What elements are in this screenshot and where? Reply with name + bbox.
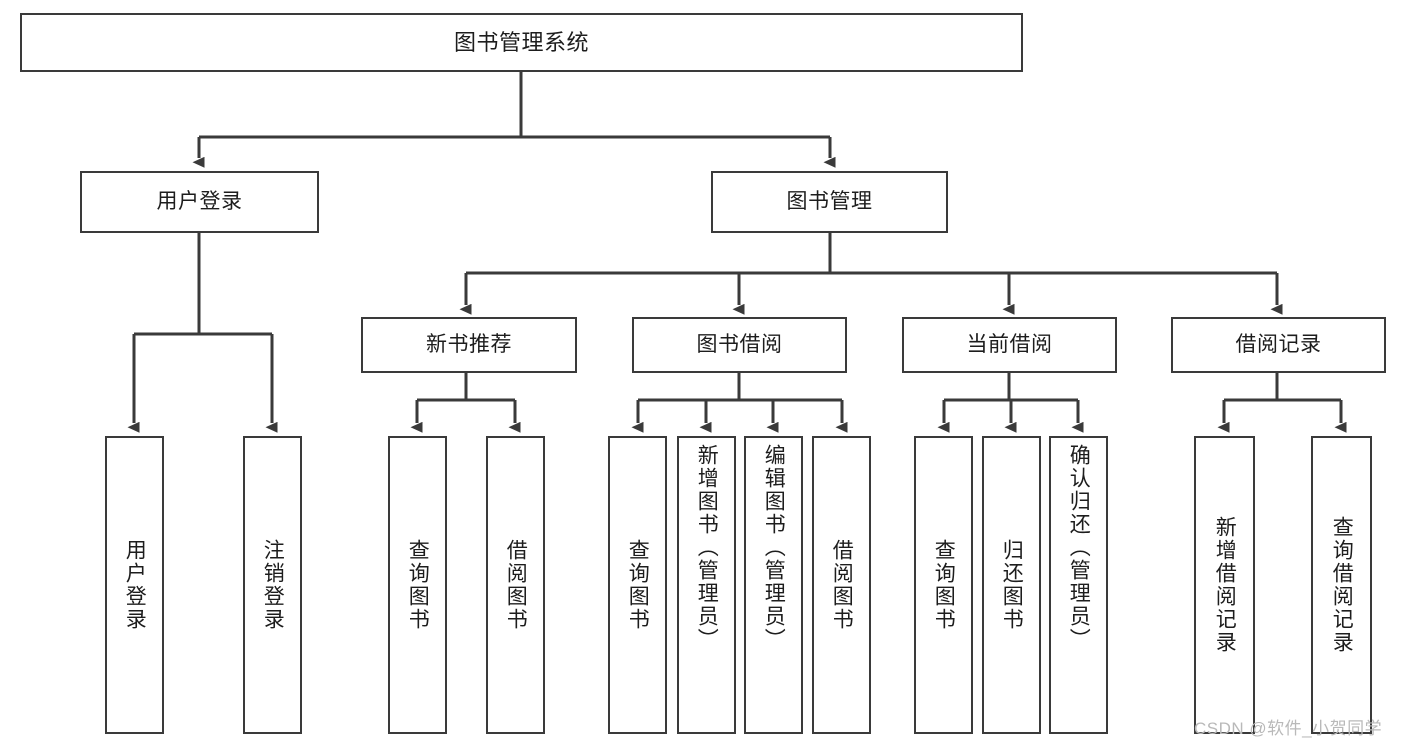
- leaf-add-book-label: 新增图书（管理员）: [695, 444, 719, 651]
- leaf-query-book-1-label: 查询图书: [406, 539, 430, 631]
- leaf-query-book-1[interactable]: 查询图书: [388, 436, 447, 734]
- node-root-label: 图书管理系统: [453, 29, 589, 55]
- node-root[interactable]: 图书管理系统: [20, 13, 1023, 72]
- leaf-edit-book[interactable]: 编辑图书（管理员）: [744, 436, 803, 734]
- node-new-book-recommend[interactable]: 新书推荐: [361, 317, 577, 373]
- leaf-query-book-3[interactable]: 查询图书: [914, 436, 973, 734]
- leaf-borrow-book-1-label: 借阅图书: [504, 539, 528, 631]
- leaf-user-login-label: 用户登录: [123, 539, 147, 631]
- node-new-book-recommend-label: 新书推荐: [426, 332, 512, 356]
- leaf-add-book[interactable]: 新增图书（管理员）: [677, 436, 736, 734]
- node-book-borrow[interactable]: 图书借阅: [632, 317, 847, 373]
- node-user-login[interactable]: 用户登录: [80, 171, 319, 233]
- leaf-query-borrow-record[interactable]: 查询借阅记录: [1311, 436, 1372, 734]
- csdn-watermark: CSDN @软件_小贺同学: [1194, 719, 1383, 738]
- leaf-return-book[interactable]: 归还图书: [982, 436, 1041, 734]
- node-borrow-record[interactable]: 借阅记录: [1171, 317, 1386, 373]
- leaf-query-book-3-label: 查询图书: [932, 539, 956, 631]
- node-borrow-record-label: 借阅记录: [1235, 332, 1322, 356]
- leaf-user-login[interactable]: 用户登录: [105, 436, 164, 734]
- leaf-query-book-2[interactable]: 查询图书: [608, 436, 667, 734]
- node-current-borrow[interactable]: 当前借阅: [902, 317, 1117, 373]
- node-current-borrow-label: 当前借阅: [966, 332, 1053, 356]
- leaf-confirm-return[interactable]: 确认归还（管理员）: [1049, 436, 1108, 734]
- leaf-logout[interactable]: 注销登录: [243, 436, 302, 734]
- leaf-logout-label: 注销登录: [261, 539, 285, 631]
- leaf-borrow-book-1[interactable]: 借阅图书: [486, 436, 545, 734]
- leaf-query-borrow-record-label: 查询借阅记录: [1330, 516, 1354, 654]
- leaf-return-book-label: 归还图书: [1000, 539, 1024, 631]
- leaf-edit-book-label: 编辑图书（管理员）: [762, 444, 786, 651]
- node-book-manage-label: 图书管理: [786, 189, 873, 213]
- node-book-borrow-label: 图书借阅: [696, 332, 783, 356]
- node-user-login-label: 用户登录: [156, 189, 243, 213]
- leaf-add-borrow-record[interactable]: 新增借阅记录: [1194, 436, 1255, 734]
- leaf-borrow-book-2-label: 借阅图书: [830, 539, 854, 631]
- leaf-query-book-2-label: 查询图书: [626, 539, 650, 631]
- leaf-borrow-book-2[interactable]: 借阅图书: [812, 436, 871, 734]
- leaf-add-borrow-record-label: 新增借阅记录: [1213, 516, 1237, 654]
- leaf-confirm-return-label: 确认归还（管理员）: [1067, 444, 1091, 651]
- node-book-manage[interactable]: 图书管理: [711, 171, 948, 233]
